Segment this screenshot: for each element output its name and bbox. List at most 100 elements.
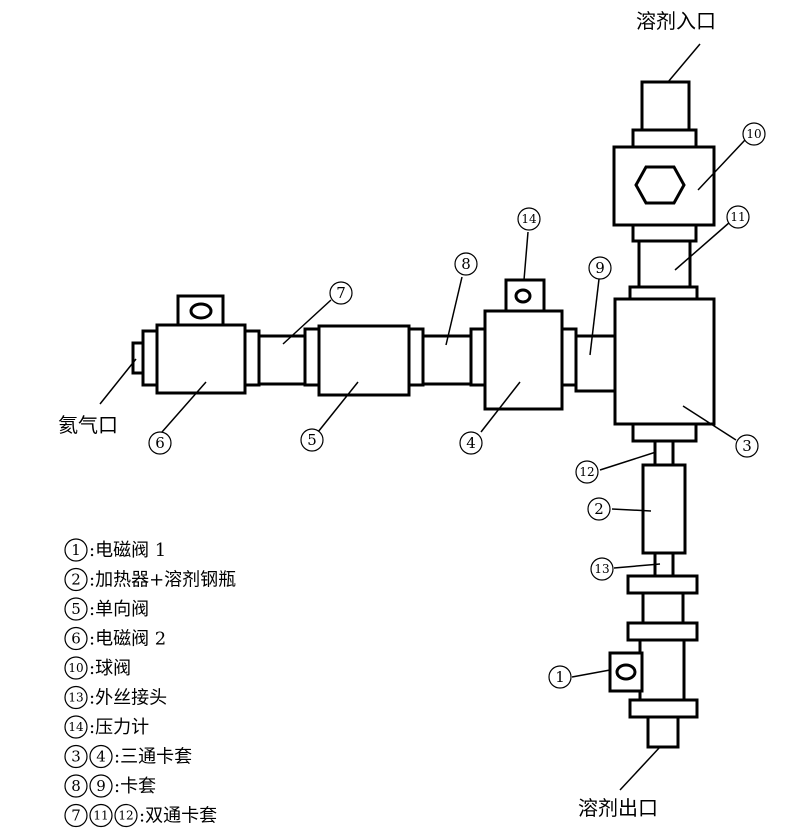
legend-mark — [64, 685, 88, 710]
legend-item: 10 :球阀 — [64, 656, 131, 680]
svg-text:2: 2 — [594, 500, 604, 518]
solvent-outlet-label: 溶剂出口 — [578, 796, 658, 820]
svg-text:14: 14 — [521, 212, 537, 226]
callout-6: 6 — [148, 431, 172, 455]
legend-text: :单向阀 — [89, 599, 149, 620]
legend-item: 7 11 12 :双通卡套 — [64, 803, 217, 828]
svg-text:4: 4 — [466, 434, 476, 452]
legend-mark-number: 14 — [68, 720, 84, 734]
gauge-icon — [514, 288, 532, 304]
callout-4: 4 — [459, 431, 483, 455]
legend-mark — [64, 744, 88, 769]
legend-text: :双通卡套 — [139, 806, 217, 827]
svg-text:3: 3 — [742, 437, 752, 455]
callout-3: 3 — [735, 434, 759, 458]
legend-mark — [64, 626, 88, 651]
solenoid-valve-1 — [608, 638, 686, 702]
legend-mark-number: 6 — [71, 630, 81, 648]
solenoid-valve-6 — [131, 294, 261, 395]
double-ferrule-union-11 — [628, 223, 699, 301]
ferrule-9 — [574, 334, 617, 393]
valve-coil-icon — [189, 302, 213, 320]
legend-mark — [64, 715, 88, 739]
legend-text: :电磁阀 1 — [89, 540, 166, 561]
callout-1: 1 — [548, 665, 572, 689]
legend-text: :电磁阀 2 — [89, 629, 166, 650]
pressure-gauge-14 — [504, 278, 546, 313]
hex-handle-icon — [634, 165, 686, 205]
legend-mark — [114, 803, 138, 828]
legend-mark-number: 5 — [71, 600, 81, 618]
legend-mark — [64, 656, 88, 680]
callout-10: 10 — [742, 122, 766, 146]
legend-text: :卡套 — [114, 776, 156, 797]
legend-mark — [89, 774, 113, 798]
callout-11: 11 — [726, 205, 750, 229]
svg-text:13: 13 — [594, 562, 609, 576]
legend-mark — [89, 744, 113, 769]
double-ferrule-union-12 — [653, 439, 675, 467]
svg-text:6: 6 — [155, 434, 165, 452]
tee-bottom-collar — [631, 422, 698, 443]
svg-text:9: 9 — [595, 259, 605, 277]
legend-mark — [64, 774, 88, 798]
heater-solvent-cylinder-2 — [641, 463, 687, 555]
svg-text:8: 8 — [461, 255, 471, 273]
svg-text:1: 1 — [555, 668, 565, 686]
callout-13: 13 — [590, 557, 614, 581]
callout-12: 12 — [575, 460, 599, 484]
legend-text: :三通卡套 — [114, 747, 192, 768]
callout-2: 2 — [587, 497, 611, 521]
legend-mark — [64, 597, 88, 621]
callout-8: 8 — [454, 252, 478, 276]
legend-item: 6 :电磁阀 2 — [64, 626, 166, 651]
legend-text: :压力计 — [89, 717, 149, 738]
callout-7: 7 — [329, 281, 353, 305]
solvent-inlet-label: 溶剂入口 — [636, 9, 716, 33]
legend-item: 13 :外丝接头 — [64, 685, 167, 710]
inlet-pipe — [631, 80, 698, 149]
legend-mark-number: 12 — [118, 809, 133, 823]
tee-fitting-3 — [613, 297, 716, 426]
legend-item: 1 :电磁阀 1 — [64, 538, 166, 562]
callout-5: 5 — [300, 428, 324, 452]
lower-fittings — [626, 574, 699, 642]
legend-mark-number: 11 — [93, 809, 108, 823]
svg-text:7: 7 — [336, 284, 346, 302]
legend-mark-number: 10 — [68, 661, 83, 675]
callout-14: 14 — [517, 207, 541, 231]
double-ferrule-union-7 — [257, 334, 307, 386]
outlet-pipe — [628, 698, 699, 749]
legend: 1 :电磁阀 1 2 :加热器+溶剂钢瓶 5 :单向阀 6 :电磁阀 2 10 :球阀 13 :外丝接… — [64, 538, 236, 828]
legend-mark-number: 2 — [71, 571, 81, 589]
legend-text: :外丝接头 — [89, 688, 167, 709]
legend-text: :球阀 — [89, 658, 131, 679]
legend-mark-number: 13 — [68, 691, 83, 705]
argon-port-label: 氦气口 — [58, 413, 118, 437]
legend-mark-number: 9 — [96, 777, 106, 795]
legend-text: :加热器+溶剂钢瓶 — [89, 570, 236, 591]
legend-mark — [64, 803, 88, 828]
legend-mark-number: 3 — [71, 748, 81, 766]
legend-mark-number: 1 — [71, 541, 81, 559]
svg-text:10: 10 — [746, 127, 761, 141]
ball-valve-10 — [612, 145, 716, 227]
legend-mark-number: 7 — [71, 807, 81, 825]
legend-mark-number: 8 — [71, 777, 81, 795]
legend-mark — [64, 538, 88, 562]
legend-mark — [64, 567, 88, 592]
svg-text:5: 5 — [307, 431, 317, 449]
legend-item: 14 :压力计 — [64, 715, 149, 739]
callout-9: 9 — [588, 256, 612, 280]
svg-text:11: 11 — [730, 210, 745, 224]
valve-coil-icon — [615, 663, 637, 681]
legend-item: 5 :单向阀 — [64, 597, 149, 621]
legend-mark — [89, 803, 113, 828]
legend-mark-number: 4 — [96, 748, 106, 766]
svg-text:12: 12 — [579, 465, 594, 479]
leader-lines — [99, 43, 746, 791]
check-valve-5 — [303, 324, 425, 397]
tee-fitting-4 — [469, 309, 578, 411]
